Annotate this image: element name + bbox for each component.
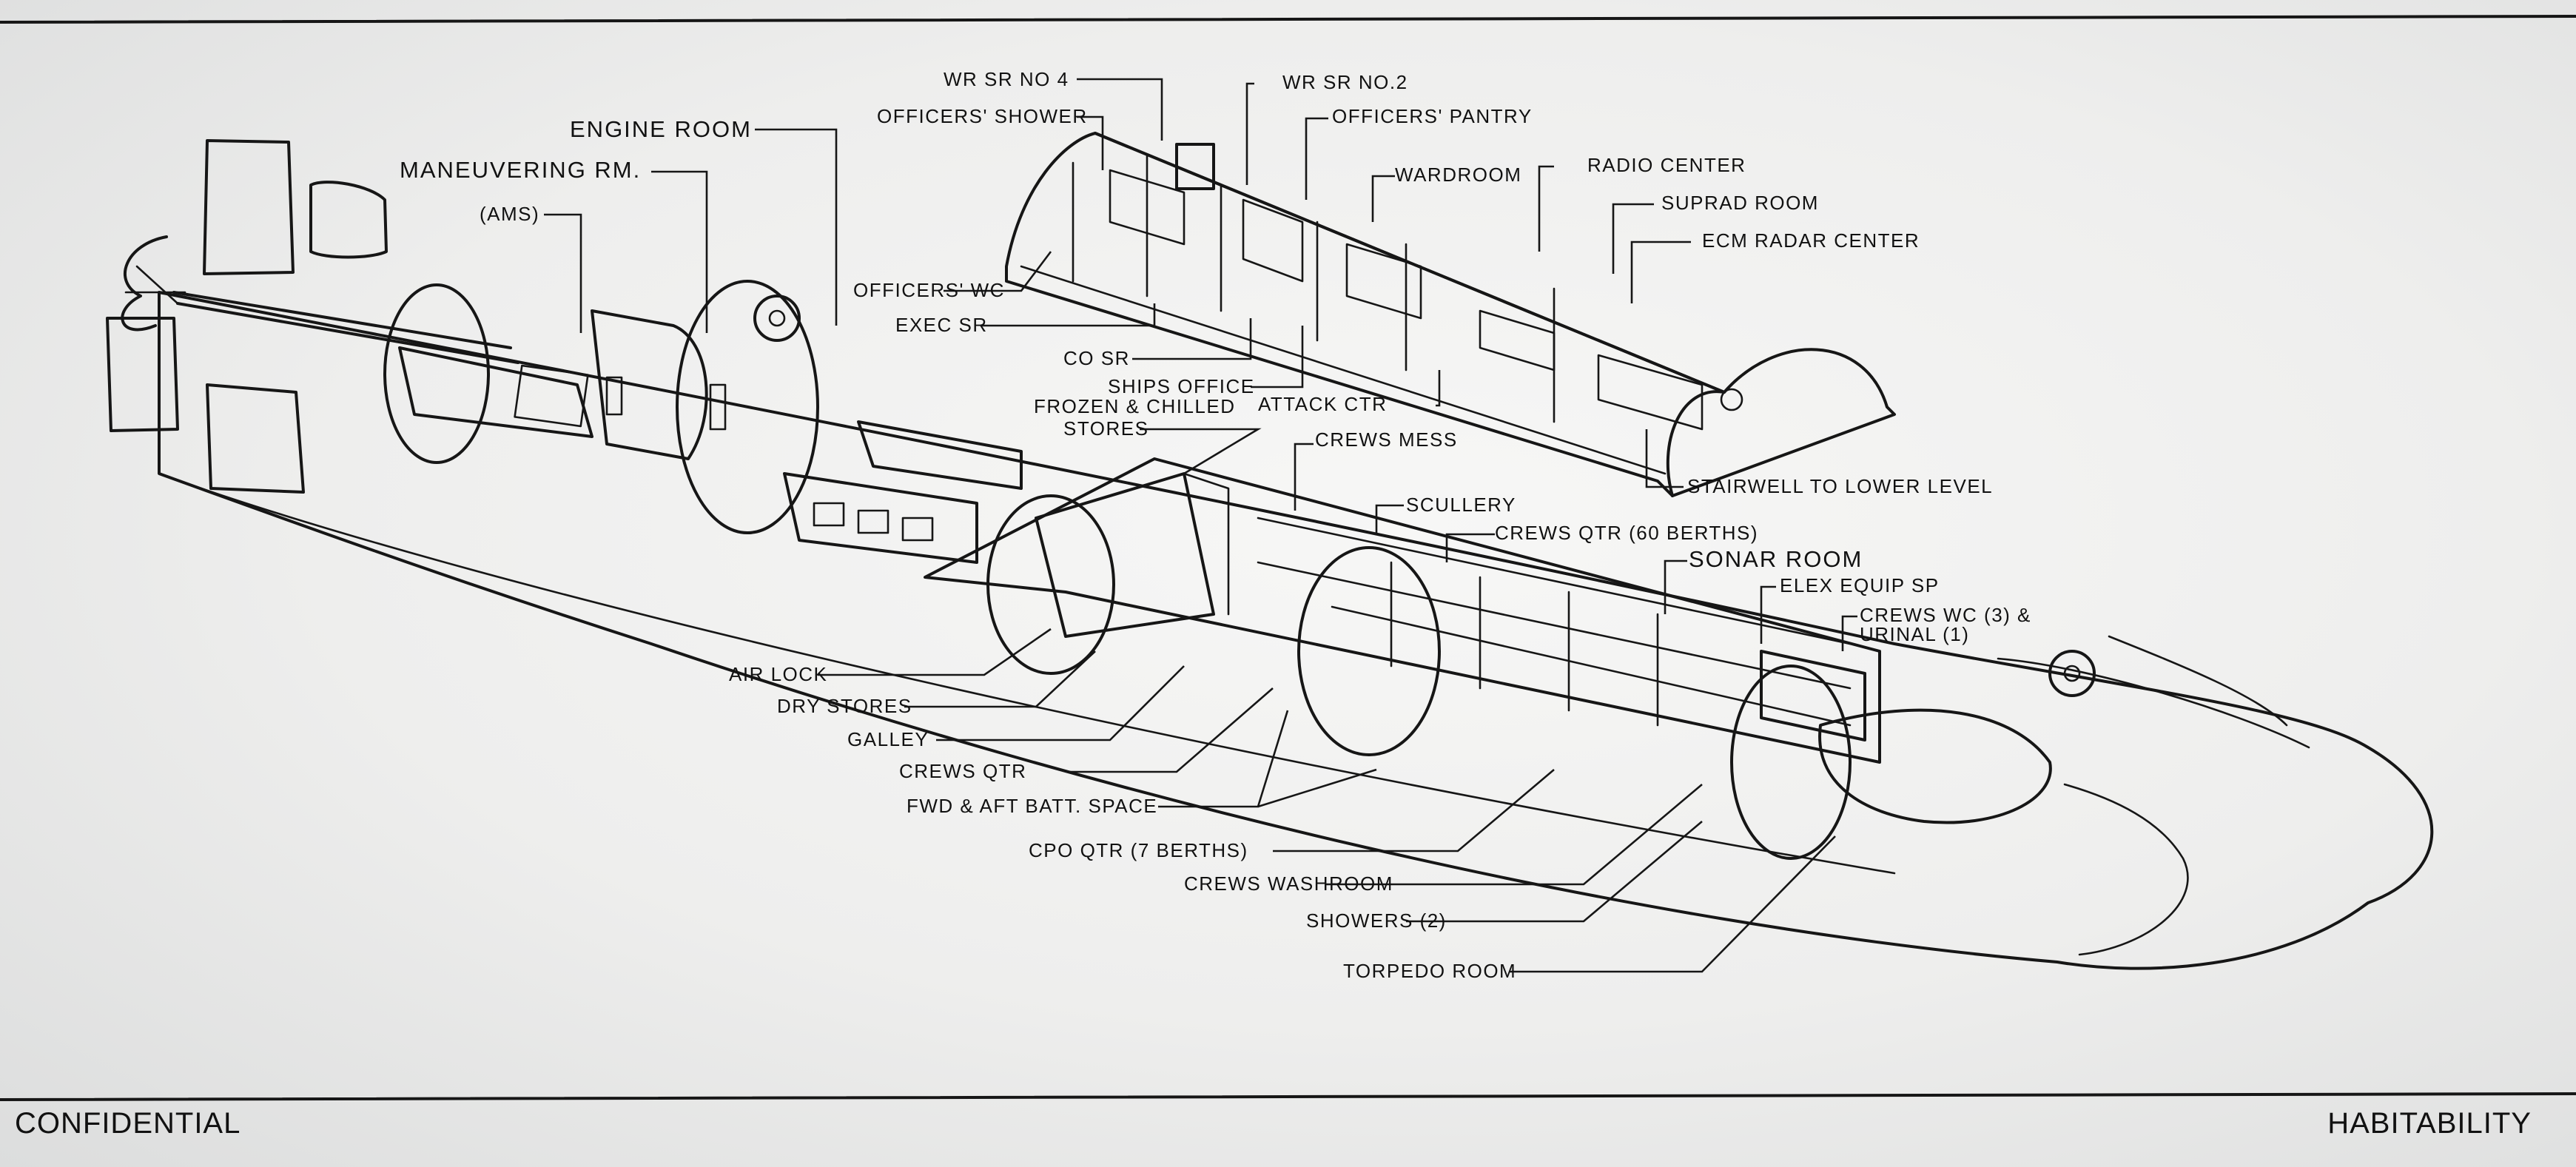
- label-crews-mess: CREWS MESS: [1315, 428, 1458, 451]
- upper-deck-drawing: [1005, 132, 1896, 497]
- label-crews-qtr: CREWS QTR: [899, 760, 1026, 782]
- label-attack-ctr: ATTACK CTR: [1258, 393, 1387, 415]
- label-batt-space: FWD & AFT BATT. SPACE: [907, 795, 1157, 817]
- sail: [203, 139, 295, 275]
- label-air-lock: AIR LOCK: [729, 663, 827, 685]
- engine-room-hatch: [753, 295, 801, 342]
- label-torpedo-room: TORPEDO ROOM: [1343, 960, 1516, 982]
- label-wr-sr-no4: WR SR NO 4: [944, 68, 1069, 90]
- rudder-lower: [206, 383, 305, 494]
- label-ecm-radar-center: ECM RADAR CENTER: [1702, 229, 1920, 252]
- label-cpo-qtr: CPO QTR (7 BERTHS): [1029, 839, 1248, 861]
- top-border-line: [0, 15, 2576, 24]
- aft-section: [106, 139, 519, 494]
- submarine-hull: [158, 291, 2434, 970]
- upper-fin: [309, 181, 388, 259]
- label-urinal: URINAL (1): [1860, 623, 1969, 645]
- label-frozen-chilled: FROZEN & CHILLED: [1034, 395, 1236, 417]
- label-crews-washroom: CREWS WASHROOM: [1184, 872, 1393, 895]
- propeller: [121, 235, 168, 332]
- label-suprad-room: SUPRAD ROOM: [1661, 192, 1819, 214]
- diagram-labels: WR SR NO 4 WR SR NO.2 OFFICERS' SHOWER O…: [400, 68, 2031, 982]
- classification-label: CONFIDENTIAL: [15, 1107, 241, 1140]
- label-exec-sr: EXEC SR: [895, 314, 988, 336]
- label-showers: SHOWERS (2): [1306, 909, 1447, 932]
- label-officers-shower: OFFICERS' SHOWER: [877, 105, 1088, 127]
- label-crews-qtr-60: CREWS QTR (60 BERTHS): [1495, 522, 1758, 544]
- label-dry-stores: DRY STORES: [777, 695, 912, 717]
- label-wardroom: WARDROOM: [1395, 164, 1521, 186]
- label-officers-wc: OFFICERS' WC: [853, 279, 1005, 301]
- rudder-upper: [106, 317, 179, 432]
- label-sonar-room: SONAR ROOM: [1689, 546, 1863, 572]
- label-radio-center: RADIO CENTER: [1587, 154, 1746, 176]
- label-engine-room: ENGINE ROOM: [570, 116, 752, 142]
- label-stairwell: STAIRWELL TO LOWER LEVEL: [1687, 475, 1993, 497]
- forward-hatch: [2048, 650, 2096, 697]
- label-ships-office: SHIPS OFFICE: [1108, 375, 1255, 397]
- bottom-border-line: [0, 1092, 2576, 1101]
- label-scullery: SCULLERY: [1406, 494, 1516, 516]
- label-galley: GALLEY: [847, 728, 929, 750]
- propeller-shaft: [172, 291, 512, 349]
- engine-room-drawing: [383, 280, 819, 534]
- label-elex-equip: ELEX EQUIP SP: [1780, 574, 1940, 596]
- section-label: HABITABILITY: [2327, 1107, 2532, 1140]
- label-stores: STORES: [1063, 417, 1149, 440]
- label-maneuvering-rm: MANEUVERING RM.: [400, 157, 641, 183]
- engines-and-stores-drawing: [783, 420, 2096, 860]
- label-officers-pantry: OFFICERS' PANTRY: [1332, 105, 1533, 127]
- label-crews-wc: CREWS WC (3) &: [1860, 604, 2031, 626]
- periscope-housing: [1175, 143, 1215, 190]
- label-ams: (AMS): [480, 203, 539, 225]
- label-wr-sr-no2: WR SR NO.2: [1282, 71, 1408, 93]
- label-co-sr: CO SR: [1063, 347, 1130, 369]
- torpedo-tubes: [1818, 708, 2052, 824]
